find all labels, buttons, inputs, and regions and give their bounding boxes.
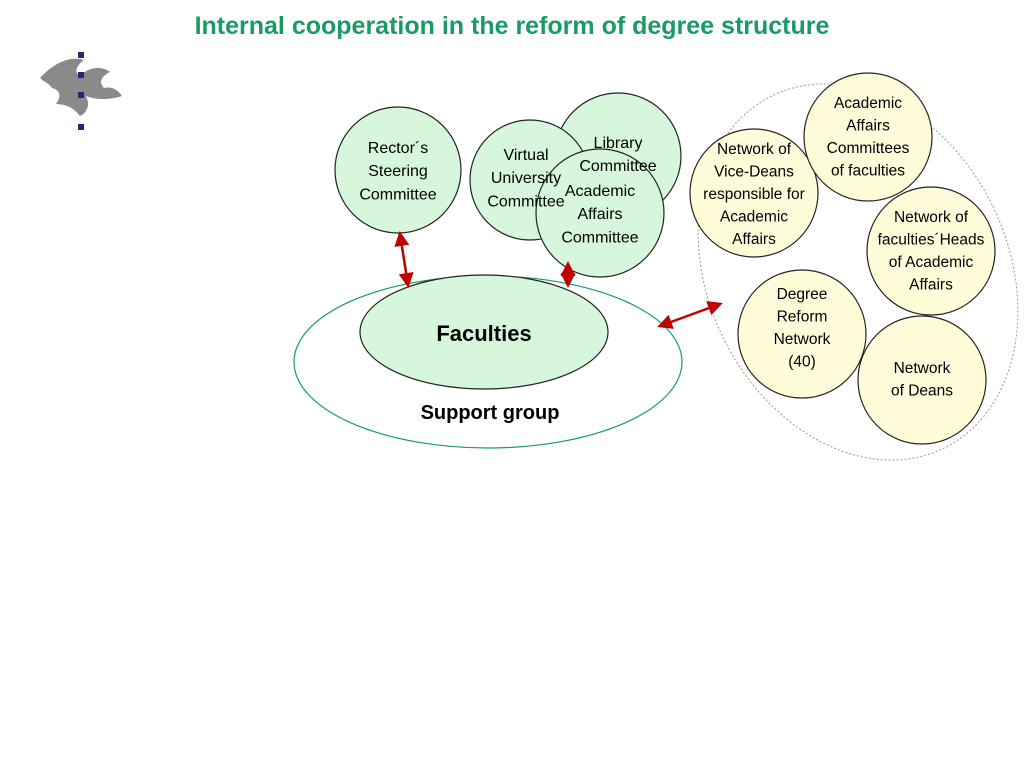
node-label-line: Committee	[561, 229, 638, 246]
node-label-line: Committees	[827, 140, 910, 157]
node-label-line: Faculties	[436, 321, 531, 346]
node-label-line: Affairs	[577, 206, 622, 223]
node-label-line: of Deans	[891, 382, 953, 399]
network-vice-deans-node	[689, 128, 819, 258]
network-of-deans-label: Network of Deans	[891, 360, 953, 399]
node-label-line: Committee	[487, 193, 564, 210]
rector-faculties-arrow	[394, 231, 414, 288]
node-label-line: Affairs	[846, 117, 890, 134]
node-label-line: responsible for	[703, 186, 805, 203]
flame-logo-icon	[40, 52, 122, 130]
network-of-deans-node	[857, 315, 987, 445]
node-label-line: Academic	[834, 95, 902, 112]
support-network-arrow	[657, 301, 723, 329]
network-group-outline	[697, 83, 1019, 461]
node-label-line: Academic	[720, 208, 788, 225]
node-label-line: Academic	[565, 183, 635, 200]
faculties-label: Faculties	[436, 321, 531, 346]
node-label-line: Steering	[368, 163, 428, 180]
node-label-line: Network	[774, 331, 831, 348]
support-group-label: Support group	[421, 402, 560, 424]
node-label-line: Virtual	[503, 147, 548, 164]
node-label-line: Committee	[579, 158, 656, 175]
node-label-line: Network	[894, 360, 951, 377]
node-label-line: Network of	[717, 141, 792, 158]
node-label-line: Committee	[359, 186, 436, 203]
node-label-line: (40)	[788, 353, 816, 370]
node-label-line: Support group	[421, 402, 560, 424]
page-title: Internal cooperation in the reform of de…	[194, 12, 830, 40]
node-label-line: Affairs	[732, 231, 776, 248]
node-label-line: Library	[594, 135, 643, 152]
node-label-line: of Academic	[889, 254, 974, 271]
academic-affairs-committees-faculties-node	[803, 72, 933, 202]
academic-affairs-committee-node	[535, 148, 665, 278]
network-heads-academic-affairs-node	[866, 186, 996, 316]
node-label-line: University	[491, 170, 561, 187]
node-label-line: Network of	[894, 209, 969, 226]
node-label-line: Rector´s	[368, 140, 428, 157]
node-label-line: Degree	[777, 286, 828, 303]
node-label-line: of faculties	[831, 162, 905, 179]
node-label-line: faculties´Heads	[878, 231, 985, 248]
faculties-node	[359, 274, 609, 390]
node-label-line: Vice-Deans	[714, 163, 794, 180]
node-label-line: Affairs	[909, 276, 953, 293]
degree-reform-network-node	[737, 269, 867, 399]
node-label-line: Reform	[777, 308, 828, 325]
